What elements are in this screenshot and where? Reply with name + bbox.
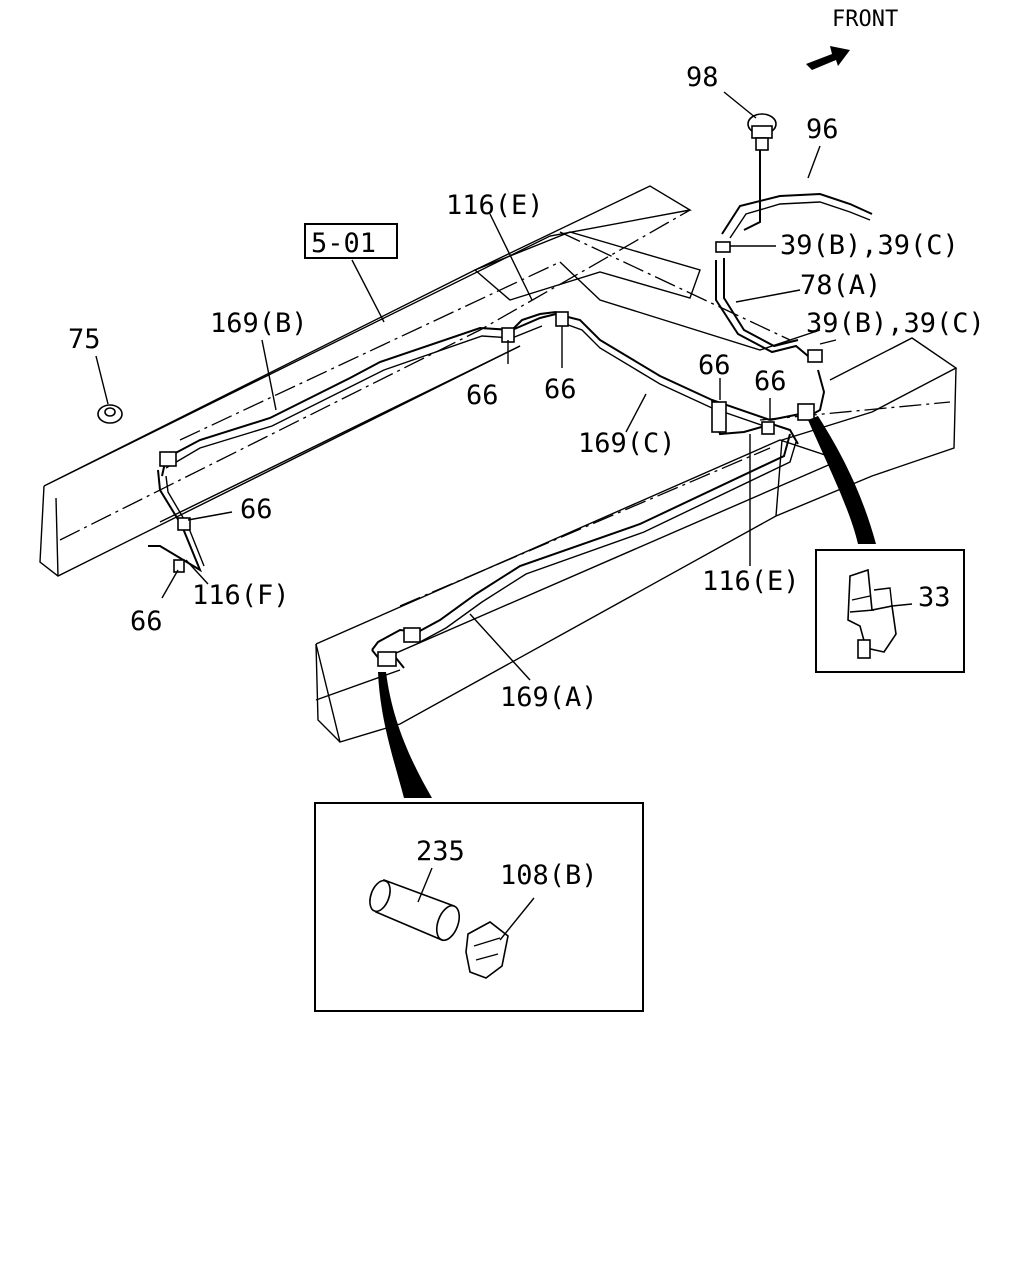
label-169a: 169(A) [500, 682, 598, 713]
label-169c: 169(C) [578, 428, 676, 459]
clip-33-body [847, 568, 897, 653]
cross-member-top [473, 231, 701, 301]
label-66-b: 66 [544, 374, 577, 405]
callout-wedge-235 [378, 672, 432, 798]
clip-66-a [501, 327, 515, 343]
label-78a: 78(A) [800, 270, 881, 301]
connector-39-mid [807, 349, 823, 363]
left-rail-edge [159, 345, 521, 523]
label-108b: 108(B) [500, 860, 598, 891]
label-33: 33 [918, 582, 951, 613]
left-rail-top [43, 185, 692, 487]
label-116e-top: 116(E) [446, 190, 544, 221]
right-rail-top [829, 337, 958, 413]
label-75: 75 [68, 324, 101, 355]
right-rail-centerline [759, 401, 951, 421]
label-235: 235 [416, 836, 465, 867]
clip-66-f [761, 421, 775, 435]
label-39-top: 39(B),39(C) [780, 230, 959, 261]
pipe-169a-outer [419, 441, 797, 643]
fittings [97, 113, 823, 667]
bolt-98 [747, 113, 777, 151]
pipe-169b [161, 313, 557, 477]
hose-78a [715, 260, 809, 357]
lower-rail-centerline [399, 447, 771, 607]
pipe-116e-top [511, 311, 557, 331]
front-label: FRONT [832, 7, 898, 32]
pipe-169c-outer [559, 321, 771, 429]
clip-166-left [159, 451, 177, 467]
fitting-lower-left-end [377, 651, 397, 667]
clip-66-d [173, 559, 185, 573]
pipe-96 [721, 192, 873, 235]
label-66-f: 66 [130, 606, 163, 637]
label-116e-bottom: 116(E) [702, 566, 800, 597]
label-66-c: 66 [698, 350, 731, 381]
left-rail-centerline-2 [179, 261, 561, 441]
ref-box-501 [304, 223, 398, 259]
detail-box-33 [815, 549, 965, 673]
connector-right [797, 403, 815, 421]
clip-66-e [711, 401, 727, 433]
pipe-116f-outer [165, 475, 205, 567]
clip-66-b [555, 311, 569, 327]
right-rail-face [775, 367, 957, 517]
sleeve-235 [369, 878, 461, 942]
hose-78a-outer [723, 258, 799, 348]
label-39-mid: 39(B),39(C) [806, 308, 985, 339]
cross-member-centerline [559, 231, 791, 341]
clip-66-c [177, 517, 191, 531]
lower-rail-inner [315, 643, 341, 743]
left-rail-centerline-1 [59, 209, 691, 541]
lower-rail-top [315, 439, 842, 661]
label-169b: 169(B) [210, 308, 308, 339]
label-66-d: 66 [754, 366, 787, 397]
part-labels: 98 96 39(B),39(C) 78(A) 39(B),39(C) 116(… [68, 62, 985, 891]
frame-rails [39, 185, 958, 743]
label-66-a: 66 [466, 380, 499, 411]
callout-wedge-33 [808, 416, 876, 544]
label-96: 96 [806, 114, 839, 145]
ref-501-label: 5-01 [311, 228, 376, 259]
front-arrow-icon [806, 46, 850, 70]
pipe-169a [371, 433, 791, 651]
front-direction-indicator: FRONT [806, 7, 898, 70]
connector-39-top [715, 241, 731, 253]
clip-108b [465, 921, 509, 979]
pipe-169c [555, 313, 771, 421]
cross-member-face [559, 261, 821, 351]
leader-lines [95, 91, 837, 941]
left-rail-inner [55, 497, 59, 577]
pipe-96-outer [729, 201, 871, 239]
detail-box-235 [314, 802, 644, 1012]
label-116f: 116(F) [192, 580, 290, 611]
connector-lower-left [403, 627, 421, 643]
nut-75 [97, 404, 123, 424]
label-66-e: 66 [240, 494, 273, 525]
pipe-116f [148, 469, 203, 573]
lower-rail-face [315, 515, 777, 743]
label-98: 98 [686, 62, 719, 93]
left-rail-face [39, 345, 521, 577]
pipe-96-drop [743, 150, 761, 231]
